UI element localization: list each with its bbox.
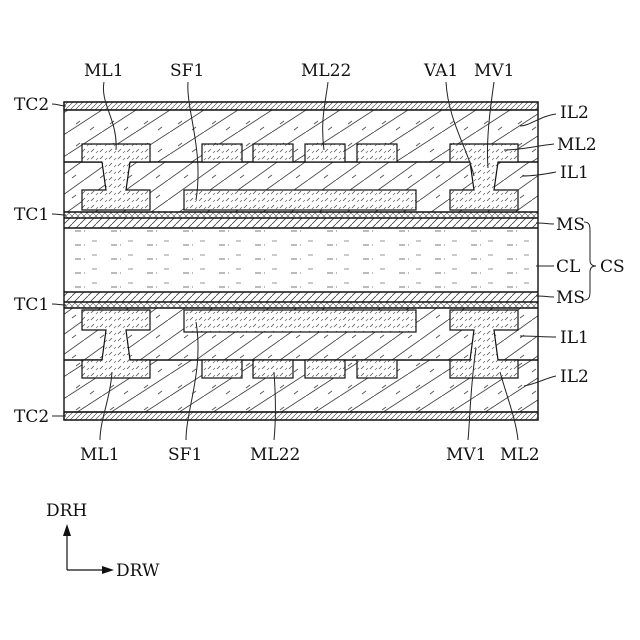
ms-top-layer	[64, 218, 538, 228]
sf1-top-plane	[184, 190, 416, 210]
cl-core-layer	[64, 228, 538, 292]
tc2-bottom-layer	[64, 412, 538, 420]
label-right-ms-bottom: MS	[556, 288, 585, 308]
label-left-tc1-bottom: TC1	[14, 295, 49, 315]
arrow-right-icon	[102, 566, 114, 574]
ms-bottom-layer	[64, 292, 538, 302]
label-left-tc2-top: TC2	[14, 95, 49, 115]
label-top-va1: VA1	[423, 61, 458, 81]
label-right-cl: CL	[556, 257, 580, 277]
direction-axes: DRH DRW	[46, 501, 160, 581]
top-labels: ML1 SF1 ML22 VA1 MV1	[84, 61, 515, 81]
label-bottom-mv1: MV1	[446, 445, 487, 465]
label-bottom-sf1: SF1	[168, 445, 202, 465]
tc2-top-layer	[64, 102, 538, 110]
label-right-ms-top: MS	[556, 215, 585, 235]
ml22-top-pad-3	[305, 144, 345, 162]
sf1-bottom-plane	[184, 310, 416, 332]
ml22-top-pad-1	[202, 144, 242, 162]
label-top-sf1: SF1	[170, 61, 204, 81]
label-top-mv1: MV1	[474, 61, 515, 81]
ml22-bottom-pad-1	[202, 360, 242, 378]
ml22-bottom-pad-4	[357, 360, 397, 378]
axis-label-drh: DRH	[46, 501, 87, 521]
label-top-ml1: ML1	[84, 61, 124, 81]
tc1-bottom-layer	[64, 302, 538, 308]
label-left-tc2-bottom: TC2	[14, 407, 49, 427]
ml22-top-pad-2	[253, 144, 293, 162]
label-left-tc1-top: TC1	[14, 205, 49, 225]
label-right-il1-top: IL1	[560, 163, 589, 183]
label-bottom-ml22: ML22	[250, 445, 300, 465]
label-right-cs: CS	[600, 257, 625, 277]
arrow-up-icon	[63, 524, 71, 536]
label-top-ml22: ML22	[301, 61, 351, 81]
bottom-labels: ML1 SF1 ML22 MV1 ML2	[80, 445, 540, 465]
left-labels: TC2 TC1 TC1 TC2	[14, 95, 49, 427]
label-bottom-ml1: ML1	[80, 445, 120, 465]
label-right-ml2-top: ML2	[557, 135, 597, 155]
label-right-il2-bottom: IL2	[560, 367, 589, 387]
ml22-bottom-pad-2	[253, 360, 293, 378]
label-right-il1-bottom: IL1	[560, 328, 589, 348]
label-bottom-ml2: ML2	[500, 445, 540, 465]
label-right-il2-top: IL2	[560, 103, 589, 123]
ml22-bottom-pad-3	[305, 360, 345, 378]
tc1-top-layer	[64, 212, 538, 218]
ml22-top-pad-4	[357, 144, 397, 162]
axis-label-drw: DRW	[116, 561, 160, 581]
